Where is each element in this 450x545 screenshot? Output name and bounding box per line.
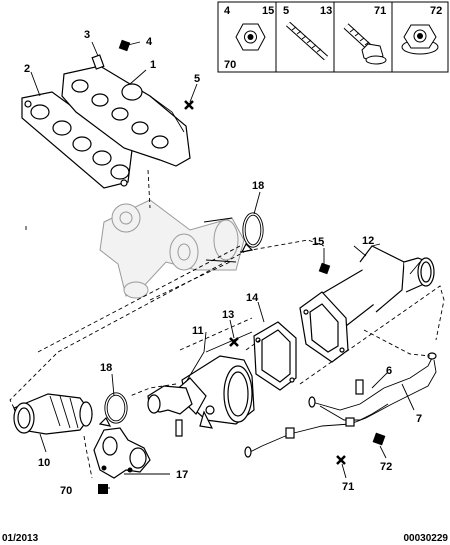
bracket-nut-marker — [98, 484, 108, 494]
catalytic-converter — [173, 355, 255, 429]
manifold-stud — [91, 54, 105, 70]
front-pipe — [13, 393, 93, 435]
turbocharger — [99, 199, 245, 299]
hardware-panel: 4 15 70 5 13 71 72 — [217, 1, 449, 73]
pipe-nut-marker — [372, 432, 386, 446]
callout-10: 10 — [38, 457, 50, 469]
callout-17: 17 — [176, 469, 188, 481]
gasket-stud-marker — [229, 337, 239, 347]
hardware-ref-13: 13 — [320, 5, 332, 17]
stud-icon — [285, 21, 329, 61]
exhaust-manifold — [61, 65, 191, 167]
hardware-ref-70: 70 — [224, 59, 236, 71]
flange-nut-icon — [401, 24, 439, 55]
callout-1: 1 — [150, 59, 156, 71]
callout-18-lower: 18 — [100, 362, 112, 374]
pressure-pipes — [244, 352, 437, 458]
footer-date: 01/2013 — [2, 533, 39, 544]
leader-lines — [30, 41, 415, 494]
pipe-bolt-marker — [336, 455, 346, 465]
callout-2: 2 — [24, 63, 30, 75]
manifold-nut-marker — [118, 39, 131, 52]
elbow-pipe — [147, 385, 193, 437]
manifold-stud-marker — [184, 100, 194, 110]
assembly-lines — [9, 169, 445, 479]
callout-72: 72 — [380, 461, 392, 473]
filter-gasket — [253, 321, 297, 391]
particulate-filter — [299, 243, 435, 363]
callout-4: 4 — [146, 36, 153, 48]
hardware-ref-71: 71 — [374, 5, 386, 17]
callout-12: 12 — [362, 235, 374, 247]
mounting-bracket — [93, 427, 151, 479]
callout-5: 5 — [194, 73, 200, 85]
flange-nut-icon — [235, 23, 266, 51]
bolt-icon — [343, 23, 387, 65]
callout-3: 3 — [84, 29, 90, 41]
callout-14: 14 — [246, 292, 259, 304]
hardware-ref-72: 72 — [430, 5, 442, 17]
hardware-ref-15: 15 — [262, 5, 274, 17]
callout-15: 15 — [312, 236, 324, 248]
callout-71: 71 — [342, 481, 354, 493]
hardware-ref-4: 4 — [224, 5, 231, 17]
clamp-upper — [240, 212, 264, 253]
callout-70: 70 — [60, 485, 72, 497]
callout-13: 13 — [222, 309, 234, 321]
callout-11: 11 — [192, 325, 204, 337]
callout-7: 7 — [416, 413, 422, 425]
manifold-gasket — [21, 91, 133, 189]
filter-nut-marker — [318, 262, 331, 275]
footer-reference: 00030229 — [404, 533, 449, 544]
hardware-ref-5: 5 — [283, 5, 289, 17]
callout-18-upper: 18 — [252, 180, 264, 192]
clamp-lower — [98, 392, 128, 427]
callout-6: 6 — [386, 365, 392, 377]
